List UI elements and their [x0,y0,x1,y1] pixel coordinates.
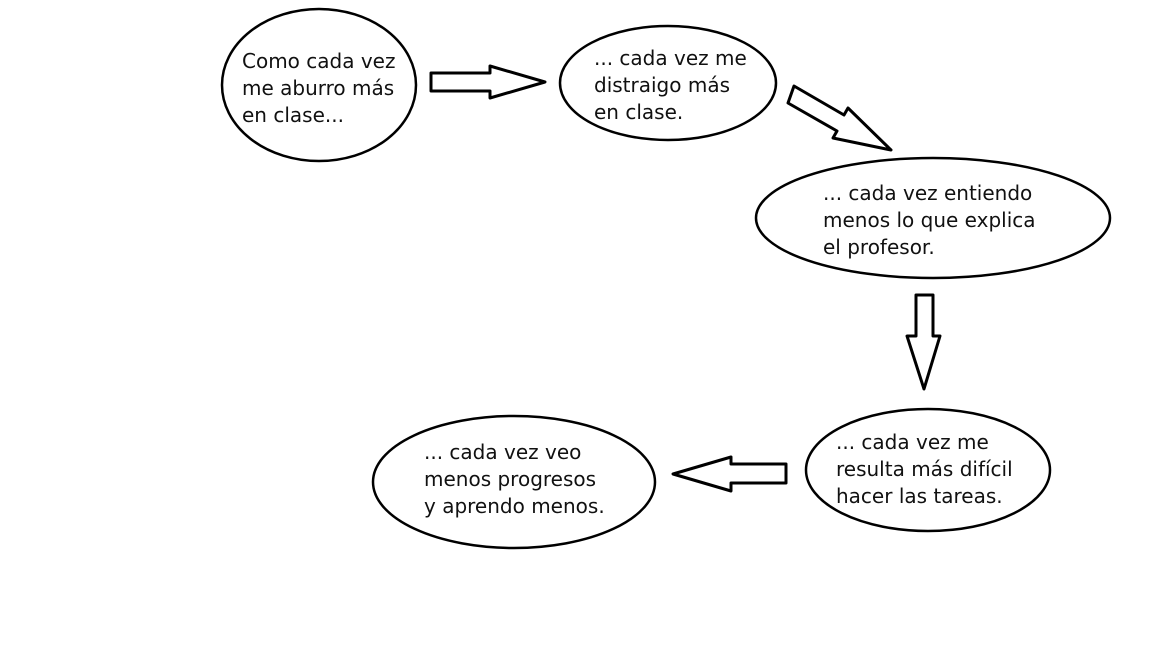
node-5: ... cada vez veo menos progresos y apren… [371,414,657,550]
node-4: ... cada vez me resulta más difícil hace… [804,407,1052,533]
node-3: ... cada vez entiendo menos lo que expli… [754,156,1112,280]
node-5-line-1: ... cada vez veo [424,440,581,464]
node-3-line-3: el profesor. [823,235,935,259]
arrow-edge-1-to-2 [429,64,547,100]
arrow-edge-4-to-5 [671,455,788,493]
node-4-line-3: hacer las tareas. [836,484,1003,508]
node-5-line-2: menos progresos [424,467,596,491]
node-2-ellipse [558,24,778,142]
node-1-ellipse [220,7,418,163]
node-2-line-2: distraigo más [594,73,730,97]
node-5-ellipse [371,414,657,550]
node-5-line-3: y aprendo menos. [424,494,605,518]
arrow-edge-3-to-4 [905,293,942,391]
arrow-edge-2-to-3 [786,84,893,152]
node-2-line-3: en clase. [594,100,683,124]
node-1-line-3: en clase... [242,103,344,127]
node-4-ellipse [804,407,1052,533]
node-3-ellipse [754,156,1112,280]
node-2: ... cada vez me distraigo más en clase. [558,24,778,142]
node-1-line-2: me aburro más [242,76,394,100]
node-1: Como cada vez me aburro más en clase... [220,7,418,163]
node-2-line-1: ... cada vez me [594,46,747,70]
node-3-line-1: ... cada vez entiendo [823,181,1032,205]
node-3-line-2: menos lo que explica [823,208,1036,232]
node-1-line-1: Como cada vez [242,49,395,73]
node-4-line-1: ... cada vez me [836,430,989,454]
node-4-line-2: resulta más difícil [836,457,1013,481]
